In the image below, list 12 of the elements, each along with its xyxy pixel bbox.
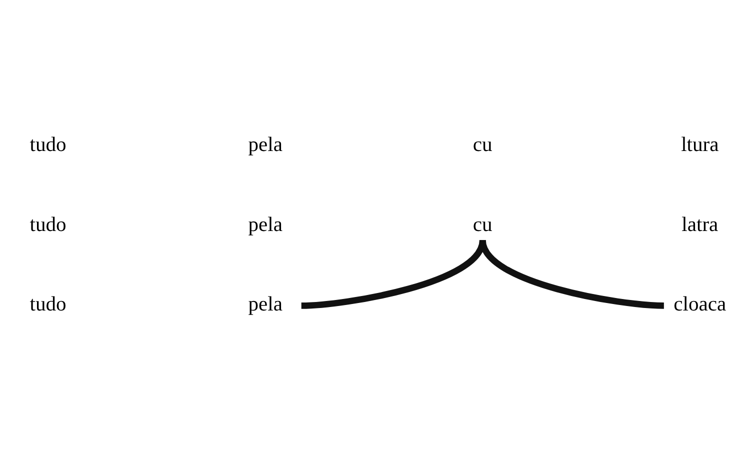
node-text: pela (248, 134, 282, 156)
node-text: pela (248, 294, 282, 316)
node-text: tudo (30, 134, 66, 156)
node-text: pela (248, 214, 282, 236)
node-text: tudo (30, 294, 66, 316)
node-text: cu (472, 214, 492, 236)
node-text: cloaca (674, 294, 726, 316)
node-text: latra (682, 214, 718, 236)
node-text: ltura (681, 134, 719, 156)
node-text: cu (472, 134, 492, 156)
node-text: tudo (30, 214, 66, 236)
connector (480, 239, 664, 309)
